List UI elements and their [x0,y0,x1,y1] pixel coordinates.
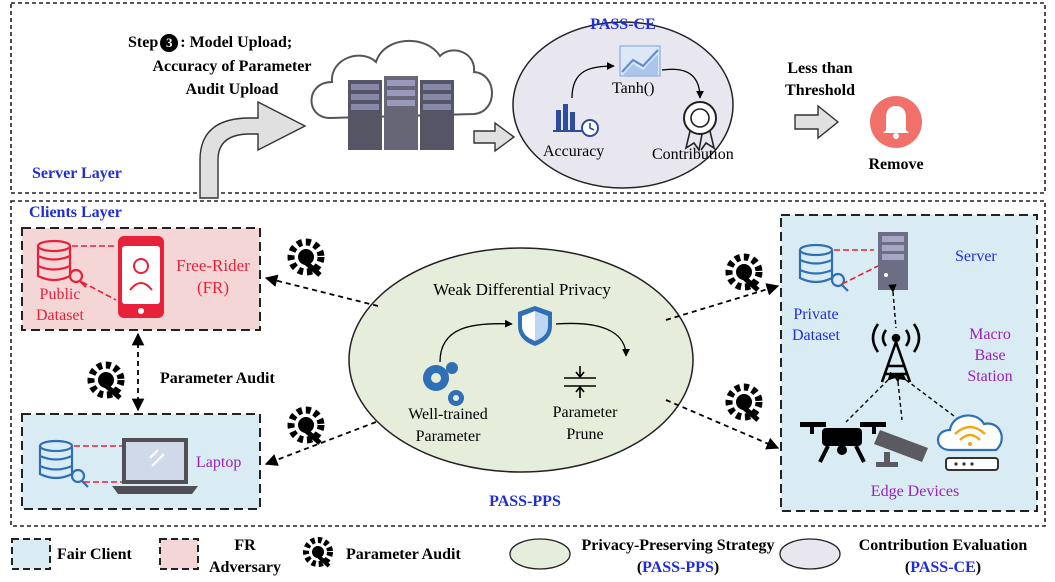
legend-pps-swatch [509,538,571,570]
well-trained-line-1: Well-trained [408,406,488,423]
pass-ce-title: PASS-CE [590,16,656,33]
laptop-label: Laptop [196,454,242,471]
laptop-dataset-db-icon [38,439,89,488]
pass-pps-title: PASS-PPS [489,493,561,510]
step-line-3: Audit Upload [185,81,279,98]
weak-dp-label: Weak Differential Privacy [433,280,611,299]
server-label: Server [955,248,997,265]
step-line-2: Accuracy of Parameter [152,58,312,75]
free-rider-line-1: Free-Rider [176,256,250,275]
step-desc: : Model Upload; [180,34,293,51]
contribution-award-icon [683,101,717,152]
param-prune-line-2: Prune [566,426,604,443]
legend-pps-line-1: Privacy-Preserving Strategy [581,537,775,554]
accuracy-chart-icon [553,104,599,137]
legend-fr-line-1: FR [234,537,256,554]
edge-devices-label: Edge Devices [870,483,960,500]
pass-ce-ellipse [512,21,734,189]
macro-base-station-icon [871,323,921,383]
contribution-label: Contribution [652,146,734,163]
audit-gear-icon-4 [725,253,763,292]
parameter-audit-label: Parameter Audit [160,370,275,387]
audit-gear-icon-3 [87,361,125,400]
laptop-icon [112,438,198,494]
step-word: Step [128,34,159,51]
accuracy-label: Accuracy [543,143,605,160]
macro-line-3: Station [967,368,1013,385]
privacy-shield-icon [518,306,552,346]
remove-label: Remove [868,156,924,173]
tanh-label: Tanh() [612,80,655,97]
edge-server-icon [878,232,908,290]
private-dataset-line-1: Private [793,306,839,323]
step-number-badge: 3 [160,34,179,52]
param-prune-line-1: Parameter [552,404,618,421]
private-dataset-db-icon [798,243,849,292]
clients-layer-frame [10,200,1046,527]
audit-gear-icon-5 [725,383,763,422]
public-dataset-line-1: Public [39,286,81,303]
server-rack-icon [348,76,454,150]
camera-icon [874,430,928,467]
threshold-line-2: Threshold [785,82,855,99]
macro-line-1: Macro [969,326,1011,343]
public-dataset-line-2: Dataset [36,307,84,324]
legend-pps-name: PASS-PPS [642,559,714,576]
private-dataset-line-2: Dataset [792,327,840,344]
legend-fair-swatch [11,538,51,570]
macro-line-2: Base [974,347,1006,364]
wifi-router-icon [936,414,1003,471]
legend-fair-client: Fair Client [57,546,132,563]
server-layer-label: Server Layer [32,165,122,182]
upload-arrow [199,100,307,199]
server-layer-frame [10,2,1046,194]
block-arrow-2 [794,104,840,140]
tanh-graph-icon [619,45,661,77]
audit-gear-icon-2 [287,406,325,445]
legend-pps-line-2: (PASS-PPS) [636,559,720,576]
prune-icon [564,366,596,398]
legend-ce-line-2: (PASS-CE) [904,559,982,576]
clients-layer-label: Clients Layer [29,204,122,221]
pass-pps-ellipse [348,247,694,473]
block-arrow-1 [473,121,516,153]
threshold-line-1: Less than [787,60,853,77]
drone-icon [800,422,886,463]
legend-ce-line-1: Contribution Evaluation [858,537,1028,554]
free-rider-phone-icon [118,236,164,318]
legend-parameter-audit: Parameter Audit [346,546,461,563]
well-trained-gear-icon [423,362,464,406]
legend-ce-swatch [779,538,841,570]
free-rider-line-2: (FR) [196,278,230,297]
legend-audit-icon [303,537,333,568]
audit-gear-icon-1 [287,238,325,277]
remove-bell-icon [870,96,922,148]
well-trained-line-2: Parameter [415,428,481,445]
legend-ce-name: PASS-CE [910,559,976,576]
legend-fr-line-2: Adversary [209,559,281,576]
legend-fr-swatch [159,538,199,570]
public-dataset-db-icon [36,239,87,288]
